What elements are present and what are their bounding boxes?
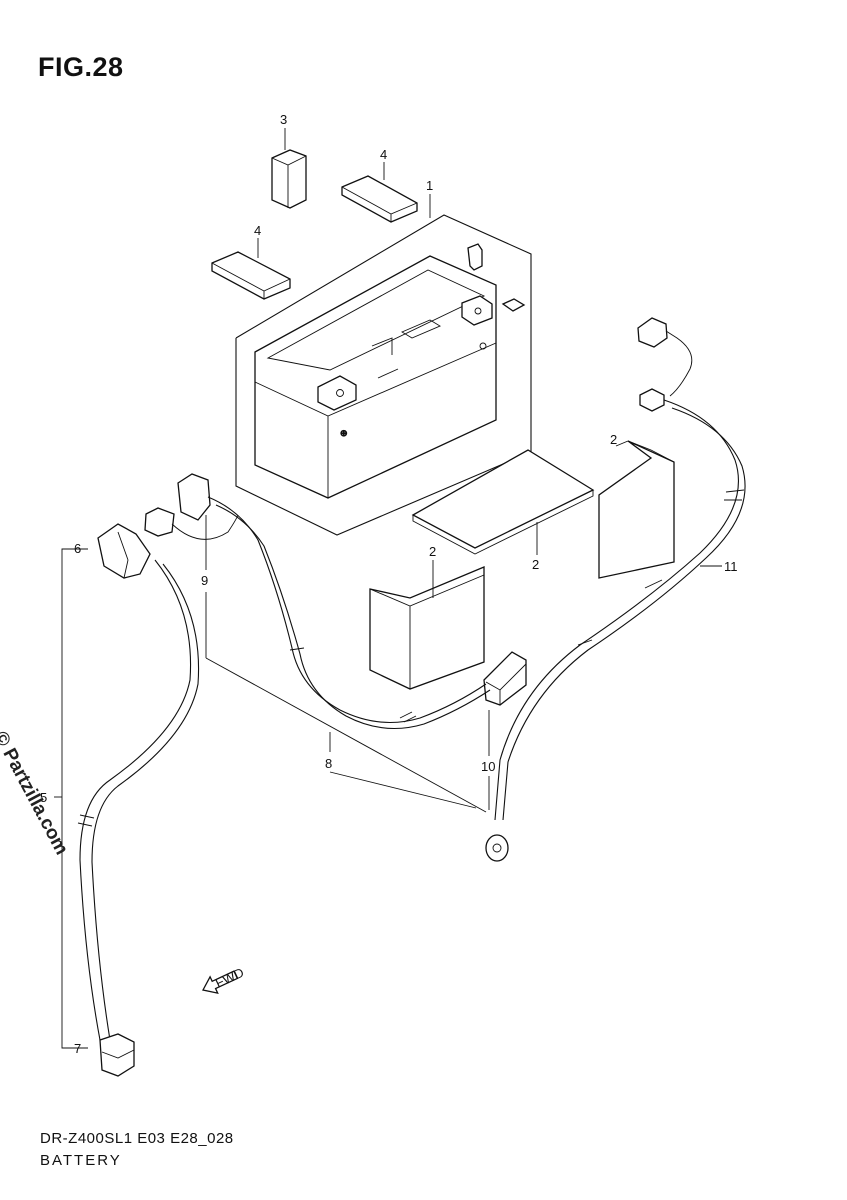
callout-4-upper: 4 (380, 147, 387, 162)
callout-8: 8 (325, 756, 332, 771)
part-2-sheet-center[interactable] (411, 449, 595, 555)
callout-10: 10 (481, 759, 495, 774)
figure-title: FIG.28 (38, 52, 124, 82)
callout-7: 7 (74, 1041, 81, 1056)
part-2-sheet-lower[interactable] (369, 566, 485, 690)
part-1-battery[interactable]: ⊕ (235, 214, 532, 536)
callout-11: 11 (724, 559, 738, 574)
part-7-boot[interactable] (99, 1033, 135, 1077)
model-code: DR-Z400SL1 E03 E28_028 (40, 1130, 234, 1147)
leader-lines (54, 128, 722, 1049)
part-3-pad[interactable] (271, 149, 307, 209)
part-5-cable[interactable] (77, 559, 200, 1041)
callout-4-lower: 4 (254, 223, 261, 238)
callout-6: 6 (74, 541, 81, 556)
fwd-arrow-label: FWD (213, 965, 246, 991)
section-name: BATTERY (40, 1152, 122, 1169)
part-4-pad-upper[interactable] (341, 175, 418, 223)
callout-5: 5 (40, 790, 47, 805)
part-4-pad-lower[interactable] (211, 251, 291, 300)
callout-2-center: 2 (532, 557, 539, 572)
part-2-sheet-right[interactable] (598, 440, 675, 579)
part-10-cap[interactable] (483, 651, 527, 706)
svg-text:⊕: ⊕ (340, 428, 348, 438)
callout-1: 1 (426, 178, 433, 193)
part-11-harness[interactable] (485, 317, 746, 862)
callout-2-right: 2 (610, 432, 617, 447)
callout-9: 9 (201, 573, 208, 588)
fwd-arrow-icon (202, 970, 239, 994)
callout-2-lower: 2 (429, 544, 436, 559)
part-6-boot[interactable] (97, 523, 151, 579)
part-8-cable[interactable] (144, 473, 491, 730)
callout-3: 3 (280, 112, 287, 127)
